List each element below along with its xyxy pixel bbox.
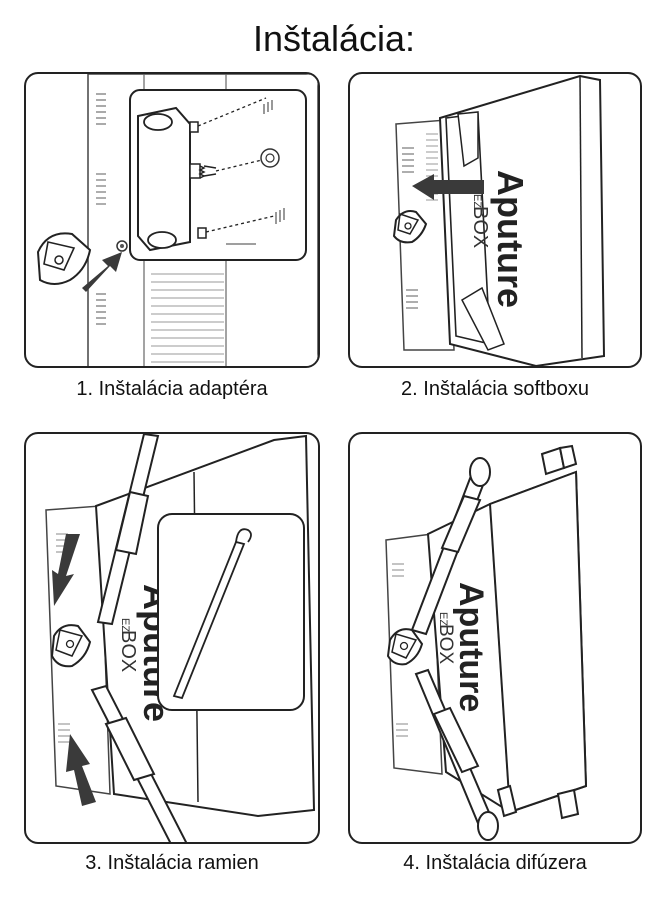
step-2-panel: Aputure BOX EZ <box>348 72 642 368</box>
step-3-caption: 3. Inštalácia ramien <box>85 852 259 874</box>
product-prefix: EZ <box>471 194 483 208</box>
brand-logo-4: Aputure <box>452 582 490 712</box>
step-2-caption: 2. Inštalácia softboxu <box>401 378 589 400</box>
step-1-panel <box>24 72 320 368</box>
step-3-panel: Aputure BOX EZ <box>24 432 320 844</box>
product-prefix-4: EZ <box>437 612 449 626</box>
product-prefix-3: EZ <box>119 618 131 632</box>
product-logo: BOX <box>469 206 491 248</box>
diffuser-install-illustration: Aputure BOX EZ <box>385 444 588 841</box>
step-4-caption: 4. Inštalácia difúzera <box>403 852 587 874</box>
brand-logo: Aputure <box>490 170 531 308</box>
product-logo-4: BOX <box>435 624 456 664</box>
softbox-install-illustration: Aputure BOX EZ <box>392 74 606 366</box>
step-1-caption: 1. Inštalácia adaptéra <box>76 378 268 400</box>
product-logo-3: BOX <box>117 630 139 672</box>
page-title: Inštalácia: <box>252 18 416 59</box>
adapter-install-illustration <box>36 74 318 366</box>
step-4-panel: Aputure BOX EZ <box>348 432 642 844</box>
arms-install-illustration: Aputure BOX EZ <box>45 434 316 842</box>
